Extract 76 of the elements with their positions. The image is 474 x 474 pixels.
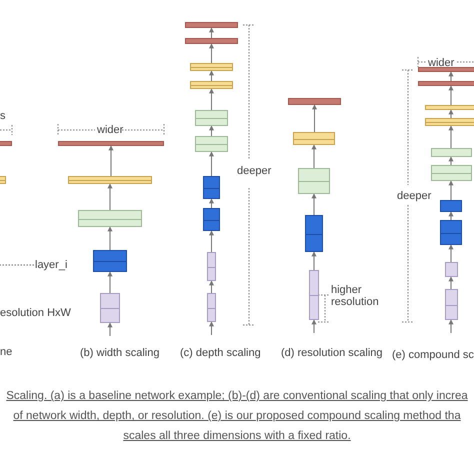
layer-block: [185, 38, 238, 44]
layer-block: [309, 270, 319, 320]
layer-block: [425, 118, 474, 126]
arrow: [209, 27, 214, 38]
arrow: [448, 109, 454, 118]
annotation-text: esolution HxW: [0, 307, 71, 319]
layer-block: [207, 293, 216, 322]
layer-block: [431, 165, 472, 181]
layer-block: [100, 293, 120, 323]
layer-block: [440, 220, 462, 245]
layer-block: [203, 176, 220, 199]
layer-block: [425, 105, 474, 110]
annotation-text: deeper: [397, 190, 432, 202]
arrow: [108, 271, 112, 294]
arrow: [209, 198, 214, 208]
layer-block: [78, 210, 142, 227]
layer-block: [418, 67, 474, 72]
arrow: [209, 151, 214, 176]
arrow: [448, 85, 454, 106]
arrow: [108, 226, 112, 250]
arrow: [209, 88, 214, 110]
arrow: [209, 321, 214, 336]
panel-caption: (b) width scaling: [80, 347, 160, 359]
arrow: [312, 144, 316, 168]
panel-caption: (d) resolution scaling: [281, 347, 382, 359]
arrow: [209, 280, 214, 294]
layer-block: [190, 63, 233, 71]
layer-block: [305, 215, 323, 252]
annotation-text: deeper: [237, 165, 272, 177]
arrow: [108, 183, 112, 210]
arrow: [448, 156, 454, 166]
arrow: [448, 71, 454, 82]
arrow: [312, 251, 316, 270]
arrow: [312, 193, 316, 216]
arrow: [312, 319, 316, 334]
layer-block: [190, 81, 233, 89]
arrow: [448, 276, 454, 290]
arrow: [312, 104, 317, 132]
layer-block: [445, 262, 458, 277]
layer-block: [418, 81, 474, 86]
layer-block: [195, 110, 228, 126]
layer-block: [195, 136, 228, 152]
layer-block: [298, 168, 330, 194]
arrow: [448, 244, 454, 262]
arrow: [108, 145, 114, 176]
layer-block: [431, 148, 472, 157]
arrow: [448, 125, 454, 148]
figure-caption: Scaling. (a) is a baseline network example; (b)-(d) are conventional scaling that only increa of network width, depth, or resolution. (e) is our proposed compound scaling method tha scales all three dimensions with a fixed ratio.: [5, 389, 469, 444]
layer-block: [0, 176, 6, 184]
annotation-text: wider: [428, 57, 454, 69]
layer-block: [207, 252, 216, 281]
layer-block: [440, 200, 462, 212]
layer-block: [0, 141, 12, 146]
layer-block: [58, 141, 164, 146]
annotation-text: s: [0, 110, 6, 122]
layer-block: [293, 132, 335, 145]
panel-caption: (e) compound sc: [392, 349, 474, 361]
annotation-text: wider: [97, 124, 124, 136]
arrow: [209, 43, 214, 64]
layer-label: layer_i: [35, 259, 68, 271]
layer-block: [203, 208, 220, 231]
layer-block: [185, 22, 238, 28]
arrow: [448, 211, 454, 220]
layer-block: [288, 98, 341, 105]
layer-block: [93, 250, 127, 272]
arrow: [448, 180, 454, 200]
arrow: [209, 70, 214, 82]
panel-caption: (c) depth scaling: [180, 347, 261, 359]
leader-line: [0, 264, 34, 266]
arrow: [209, 230, 214, 252]
arrow: [108, 322, 112, 336]
arrow: [209, 125, 214, 136]
layer-block: [445, 289, 458, 320]
layer-block: [68, 176, 152, 184]
arrow: [448, 319, 454, 334]
annotation-text: ne: [0, 346, 12, 358]
